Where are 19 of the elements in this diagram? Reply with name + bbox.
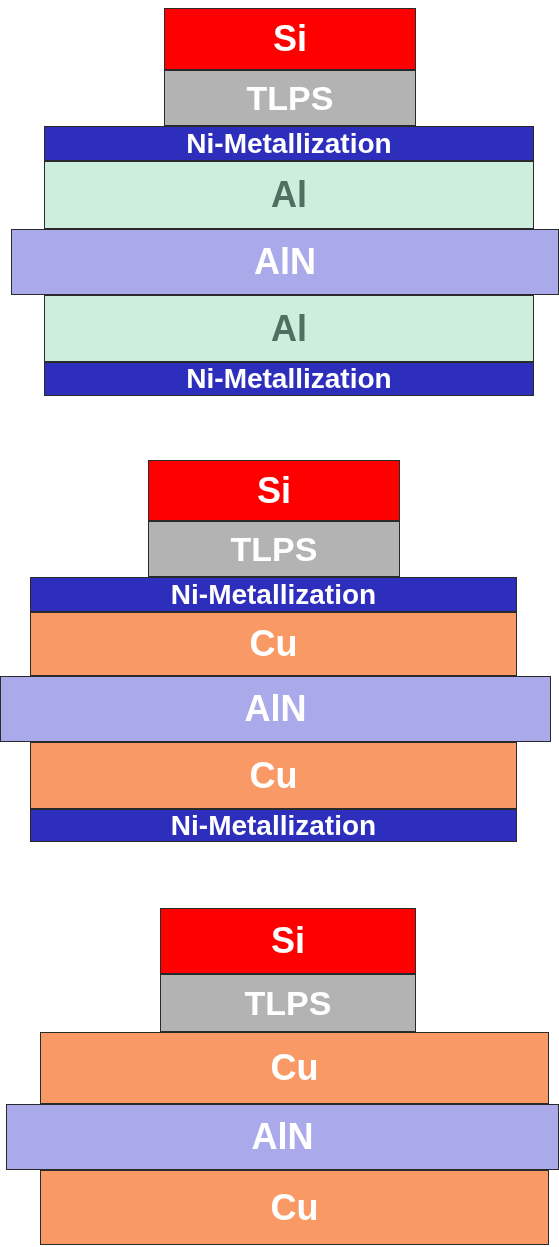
material-layer: TLPS — [164, 70, 416, 126]
material-layer: Ni-Metallization — [30, 809, 517, 842]
material-layer: Cu — [40, 1032, 549, 1104]
material-layer: Si — [148, 460, 400, 521]
material-layer: TLPS — [160, 974, 416, 1032]
material-layer: Si — [164, 8, 416, 70]
material-layer: TLPS — [148, 521, 400, 577]
material-layer: Cu — [30, 612, 517, 676]
material-layer: Al — [44, 295, 534, 362]
material-layer: Ni-Metallization — [44, 126, 534, 161]
material-layer: Al — [44, 161, 534, 229]
material-layer: AlN — [0, 676, 551, 742]
material-layer: Cu — [30, 742, 517, 809]
material-layer: AlN — [6, 1104, 559, 1170]
material-layer: Ni-Metallization — [44, 362, 534, 396]
material-layer: Ni-Metallization — [30, 577, 517, 612]
material-layer: AlN — [11, 229, 559, 295]
material-layer: Cu — [40, 1170, 549, 1245]
material-layer: Si — [160, 908, 416, 974]
